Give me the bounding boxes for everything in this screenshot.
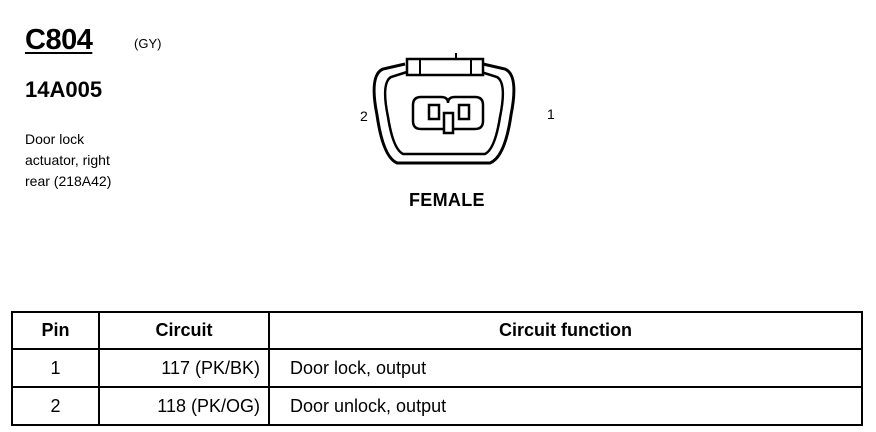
connector-face-diagram	[372, 53, 516, 165]
header-circuit-function: Circuit function	[268, 311, 863, 350]
description-line: rear (218A42)	[25, 173, 112, 189]
pin-label-1: 1	[547, 106, 555, 122]
description-line: actuator, right	[25, 152, 110, 168]
connector-gender-label: FEMALE	[409, 190, 485, 210]
center-key	[442, 111, 455, 135]
cell-pin: 2	[11, 386, 100, 426]
cell-function: Door unlock, output	[268, 386, 863, 426]
connector-housing-outer	[372, 62, 516, 165]
part-number: 14A005	[25, 77, 103, 102]
table-header-row: Pin Circuit Circuit function	[11, 311, 863, 350]
table-row: 1 117 (PK/BK) Door lock, output	[11, 348, 863, 388]
pin-label-2: 2	[360, 108, 368, 124]
header-pin: Pin	[11, 311, 100, 350]
cell-circuit: 118 (PK/OG)	[98, 386, 270, 426]
connector-color-code: (GY)	[134, 36, 162, 51]
connector-id: C804	[25, 24, 93, 56]
cell-pin: 1	[11, 348, 100, 388]
connector-housing-inner	[383, 70, 505, 156]
header-circuit: Circuit	[98, 311, 270, 350]
pinout-table: Pin Circuit Circuit function 1 117 (PK/B…	[11, 311, 863, 426]
table-row: 2 118 (PK/OG) Door unlock, output	[11, 386, 863, 426]
description-line: Door lock	[25, 131, 85, 147]
terminal-cavity	[411, 95, 485, 131]
cell-circuit: 117 (PK/BK)	[98, 348, 270, 388]
terminal-pin-1	[457, 103, 471, 121]
terminal-pin-2	[427, 103, 441, 121]
connector-description: Door lock actuator, right rear (218A42)	[25, 129, 111, 192]
locking-tab	[405, 57, 485, 77]
cell-function: Door lock, output	[268, 348, 863, 388]
